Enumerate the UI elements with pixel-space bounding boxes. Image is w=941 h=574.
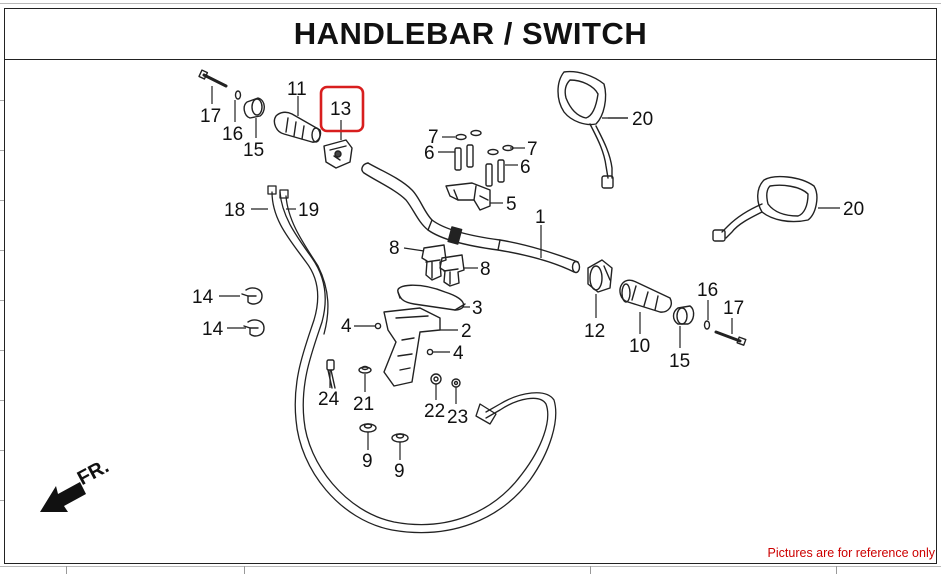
part-label-9[interactable]: 9 [394,461,405,482]
handlebar-part [361,162,581,274]
cable-clips-part [241,287,265,337]
right-washer-part [703,320,711,330]
part-label-3[interactable]: 3 [472,298,483,319]
right-grip-part [619,279,672,313]
sheet-gridline-col [836,566,837,574]
left-washer-part [234,90,242,100]
front-direction-arrow: FR. [40,455,113,512]
part-label-21[interactable]: 21 [353,394,374,415]
diagram-frame: HANDLEBAR / SWITCH [4,8,937,564]
sheet-gridline-top [0,3,941,4]
part-label-13[interactable]: 13 [330,99,351,120]
part-label-8[interactable]: 8 [480,259,491,280]
part-label-10[interactable]: 10 [629,336,650,357]
right-bar-end-part [672,305,695,325]
throttle-cables-part [267,185,557,534]
leader-lines [211,86,840,460]
upper-clamp-part [445,182,491,211]
part-label-5[interactable]: 5 [506,194,517,215]
part-label-17[interactable]: 17 [723,298,744,319]
left-switch-part [323,139,353,169]
sheet-gridline-col [66,566,67,574]
page-title: HANDLEBAR / SWITCH [293,16,648,51]
right-mirror-part [712,175,818,242]
part-label-20[interactable]: 20 [632,109,653,130]
highlight-box-part-13 [319,85,365,133]
part-label-22[interactable]: 22 [424,401,445,422]
sheet-gridline-bottom [0,566,941,567]
title-bar: HANDLEBAR / SWITCH [5,9,936,60]
right-switch-part [587,259,613,293]
part-label-14[interactable]: 14 [192,287,214,308]
part-label-8[interactable]: 8 [389,238,400,259]
part-label-4[interactable]: 4 [453,343,464,364]
part-label-15[interactable]: 15 [243,140,264,161]
sheet-gridline-col [590,566,591,574]
part-label-19[interactable]: 19 [298,200,319,221]
holder-bracket-part [383,307,441,387]
left-grip-part [273,111,322,143]
part-label-15[interactable]: 15 [669,351,690,372]
part-label-20[interactable]: 20 [843,199,864,220]
part-label-6[interactable]: 6 [424,143,435,164]
part-label-7[interactable]: 7 [428,127,439,148]
part-label-24[interactable]: 24 [318,389,340,410]
part-label-14[interactable]: 14 [202,319,224,340]
part-label-16[interactable]: 16 [222,124,243,145]
damper-plate-part [397,284,466,311]
part-label-16[interactable]: 16 [697,280,718,301]
part-label-11[interactable]: 11 [287,79,307,100]
part-labels: 17 16 15 11 13 7 6 7 6 5 1 20 20 18 19 8… [192,79,864,482]
clamp-bolts-part [454,129,514,187]
reference-note: Pictures are for reference only [767,546,935,560]
riser-clamps-part [421,244,465,287]
part-label-23[interactable]: 23 [447,407,468,428]
part-label-6[interactable]: 6 [520,157,531,178]
right-end-bolt-part [714,330,747,346]
part-label-7[interactable]: 7 [527,139,538,160]
sheet-gridline-col [244,566,245,574]
part-label-12[interactable]: 12 [584,321,605,342]
part-label-4[interactable]: 4 [341,316,352,337]
part-label-18[interactable]: 18 [224,200,245,221]
part-label-17[interactable]: 17 [200,106,221,127]
part-label-1[interactable]: 1 [535,207,546,228]
part-label-2[interactable]: 2 [461,321,472,342]
left-end-bolt-part [198,69,228,88]
left-mirror-part [557,70,614,189]
left-bar-end-part [243,97,265,119]
part-label-9[interactable]: 9 [362,451,373,472]
